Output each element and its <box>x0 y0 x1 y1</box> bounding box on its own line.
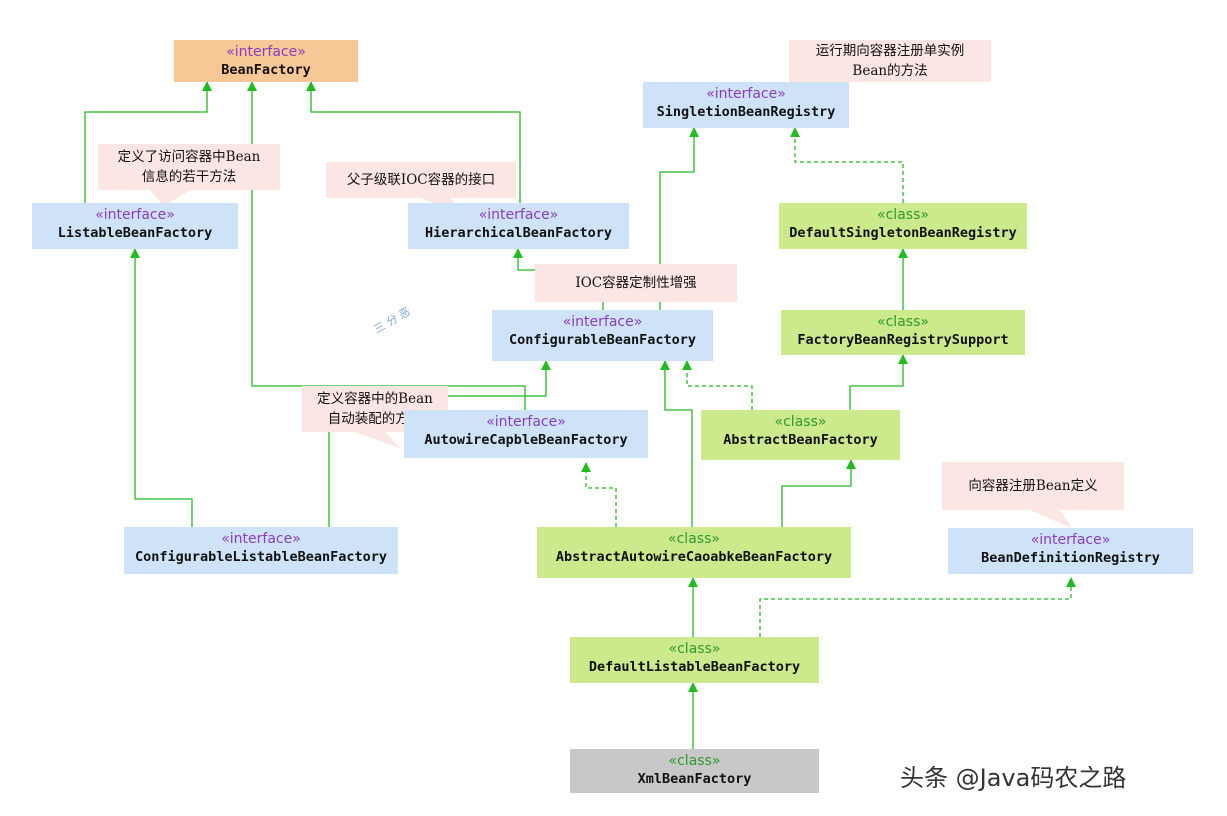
node-listable-bean-factory: «interface» ListableBeanFactory <box>32 203 238 249</box>
class-name: ConfigurableBeanFactory <box>509 332 696 348</box>
edge-cfglistable-to-listable <box>130 248 193 527</box>
edge-defaultsingleton-implements-singleton <box>790 127 904 203</box>
node-autowire-capable-bean-factory: «interface» AutowireCapbleBeanFactory <box>404 410 648 458</box>
node-abstract-autowire-capable-bean-factory: «class» AbstractAutowireCaoabkeBeanFacto… <box>537 527 851 578</box>
class-name: FactoryBeanRegistrySupport <box>797 332 1009 348</box>
callout-pointer-listable <box>150 190 190 206</box>
stereotype-label: «class» <box>668 753 721 769</box>
corner-watermark: 头条 @Java码农之路 <box>900 764 1127 792</box>
stereotype-label: «interface» <box>221 531 301 547</box>
callout-pointer-definition <box>1030 510 1072 528</box>
class-name: AbstractBeanFactory <box>723 432 878 448</box>
stereotype-label: «class» <box>774 414 827 430</box>
node-configurable-listable-bean-factory: «interface» ConfigurableListableBeanFact… <box>124 527 398 574</box>
stereotype-label: «interface» <box>1030 532 1111 548</box>
node-bean-factory: «interface» BeanFactory <box>174 40 358 82</box>
node-bean-definition-registry: «interface» BeanDefinitionRegistry <box>948 528 1193 574</box>
stereotype-label: «interface» <box>95 207 175 223</box>
edge-abstractautowire-to-abstractbean <box>781 459 856 527</box>
class-name: AbstractAutowireCaoabkeBeanFactory <box>555 549 833 565</box>
edge-listable-to-beanfactory <box>84 81 212 203</box>
stereotype-label: «class» <box>668 641 721 657</box>
edge-defaultlistable-implements-definitionregistry <box>759 577 1076 637</box>
note-hierarchical: 父子级联IOC容器的接口 <box>326 162 516 198</box>
node-xml-bean-factory: «class» XmlBeanFactory <box>570 749 819 793</box>
edge-abstractbean-to-factorysupport <box>849 354 908 410</box>
class-name: BeanFactory <box>221 62 311 78</box>
stereotype-label: «class» <box>877 207 929 223</box>
node-factory-bean-registry-support: «class» FactoryBeanRegistrySupport <box>781 310 1025 355</box>
node-singleton-bean-registry: «interface» SingletionBeanRegistry <box>643 82 849 128</box>
stereotype-label: «interface» <box>486 414 566 430</box>
node-configurable-bean-factory: «interface» ConfigurableBeanFactory <box>492 310 713 361</box>
class-name: HierarchicalBeanFactory <box>425 225 612 241</box>
stereotype-label: «interface» <box>226 44 306 60</box>
class-name: AutowireCapbleBeanFactory <box>424 432 628 448</box>
stereotype-label: «interface» <box>478 207 559 223</box>
class-name: ConfigurableListableBeanFactory <box>135 549 387 565</box>
stereotype-label: «class» <box>668 531 720 547</box>
note-bean-definition: 向容器注册Bean定义 <box>942 462 1124 510</box>
class-name: DefaultSingletonBeanRegistry <box>789 225 1017 241</box>
class-name: BeanDefinitionRegistry <box>981 550 1160 566</box>
class-name: ListableBeanFactory <box>57 225 213 241</box>
node-default-listable-bean-factory: «class» DefaultListableBeanFactory <box>570 637 819 683</box>
stereotype-label: «class» <box>877 314 929 330</box>
stereotype-label: «interface» <box>706 86 786 102</box>
node-default-singleton-bean-registry: «class» DefaultSingletonBeanRegistry <box>779 203 1027 249</box>
class-name: XmlBeanFactory <box>637 771 752 787</box>
edge-abstractautowire-implements-autowire <box>581 462 617 527</box>
callout-pointer-autowire <box>355 432 400 448</box>
edge-hierarchical-to-beanfactory <box>306 81 521 203</box>
edge-abstractbean-implements-configurable <box>682 360 753 410</box>
edge-abstractautowire-to-configurable <box>660 360 693 527</box>
edge-configurable-to-singleton <box>659 127 699 310</box>
class-name: DefaultListableBeanFactory <box>588 659 801 675</box>
node-abstract-bean-factory: «class» AbstractBeanFactory <box>701 410 900 460</box>
class-name: SingletionBeanRegistry <box>656 104 836 120</box>
note-configurable: IOC容器定制性增强 <box>535 264 737 302</box>
stereotype-label: «interface» <box>562 314 643 330</box>
node-hierarchical-bean-factory: «interface» HierarchicalBeanFactory <box>408 203 629 249</box>
